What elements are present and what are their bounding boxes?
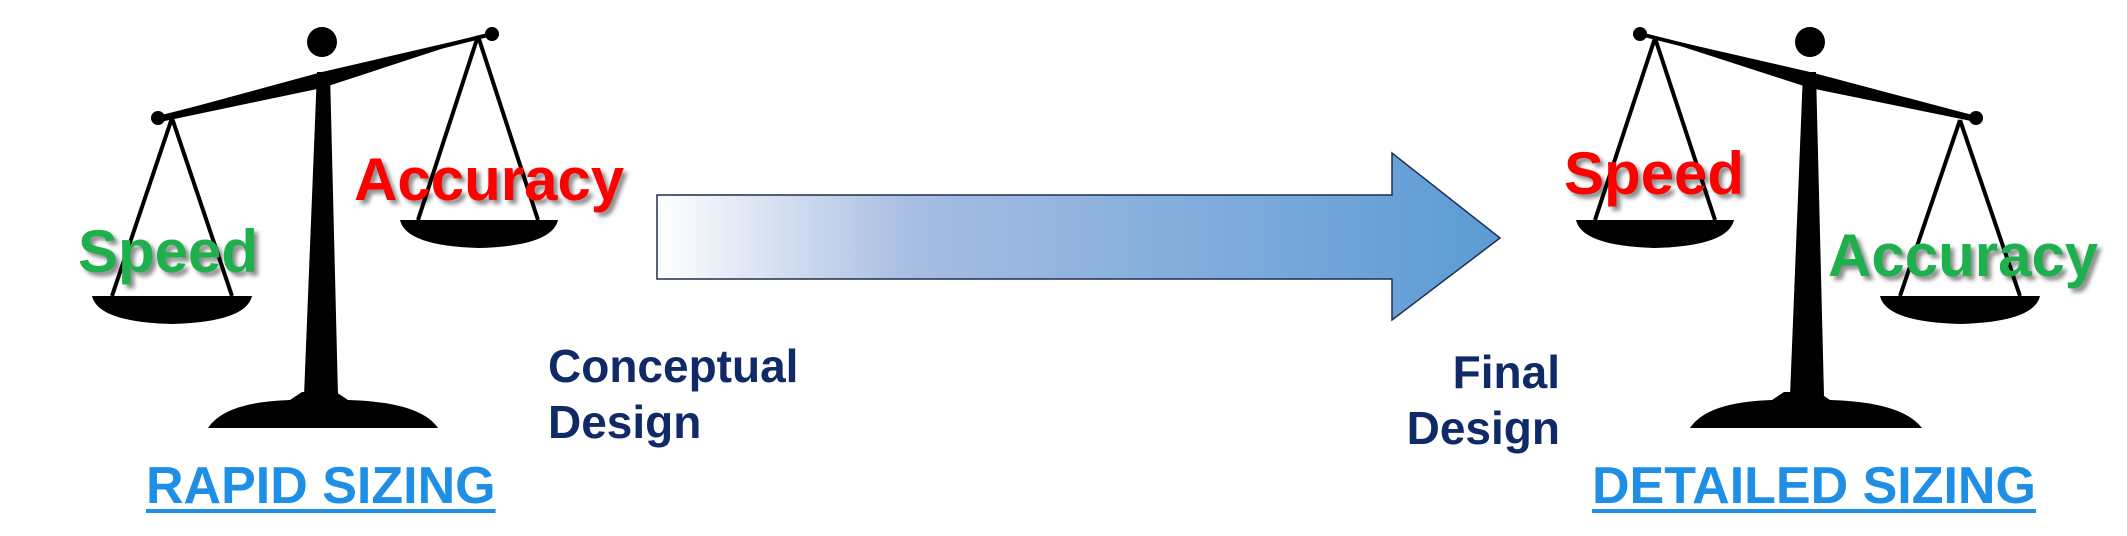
right-balance-scale — [1576, 27, 2040, 428]
left-accuracy-label: Accuracy — [354, 146, 625, 213]
right-speed-label: Speed — [1564, 140, 1745, 207]
left-balance-scale — [92, 27, 558, 428]
right-scale-light-pan — [1576, 37, 1734, 248]
progress-arrow — [656, 151, 1502, 322]
left-scale-light-pan — [400, 35, 558, 248]
final-design-line2: Design — [1406, 402, 1560, 455]
final-design-line1: Final — [1452, 346, 1560, 398]
rapid-sizing-title: RAPID SIZING — [146, 457, 496, 515]
conceptual-design-line1: Conceptual — [548, 340, 799, 392]
final-design-label: Final Design — [1402, 344, 1560, 456]
conceptual-design-label: Conceptual Design — [548, 338, 798, 450]
right-scale-pillar — [1790, 72, 1824, 396]
right-scale-knob — [1795, 27, 1825, 57]
right-scale-heavy-pan — [1880, 119, 2040, 324]
left-speed-label: Speed — [78, 218, 259, 285]
left-scale-base — [208, 392, 438, 428]
conceptual-design-line2: Design — [548, 396, 702, 449]
detailed-sizing-title: DETAILED SIZING — [1592, 457, 2036, 515]
right-accuracy-label: Accuracy — [1828, 222, 2099, 289]
right-scale-base — [1690, 392, 1922, 428]
left-scale-pillar — [304, 72, 338, 396]
left-scale-knob — [307, 27, 337, 57]
left-scale-heavy-pan — [92, 117, 252, 324]
